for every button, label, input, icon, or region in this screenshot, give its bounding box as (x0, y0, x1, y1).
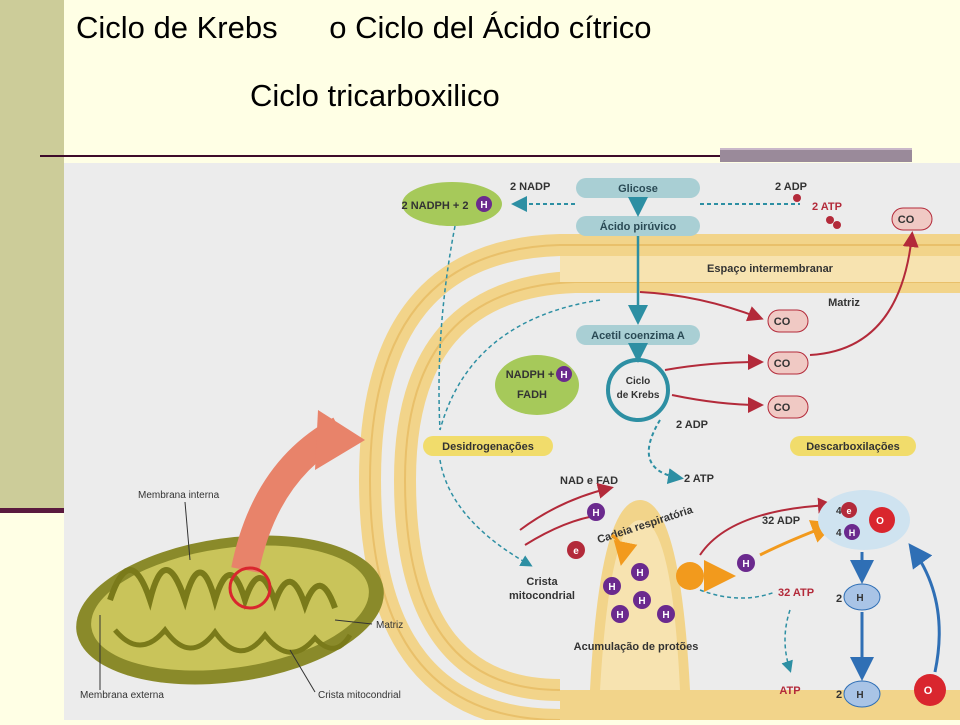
svg-text:O: O (876, 516, 884, 527)
atp-bottom: ATP (779, 685, 800, 697)
svg-text:H: H (638, 596, 645, 607)
slide-title: Ciclo de Krebs o Ciclo del Ácido cítrico (76, 10, 652, 45)
svg-text:H: H (480, 200, 487, 211)
membrana-interna-label: Membrana interna (138, 490, 220, 501)
svg-text:H: H (856, 593, 863, 604)
h2o-icon (843, 583, 881, 611)
svg-text:e: e (573, 546, 579, 557)
mitochondrion-illustration (76, 535, 384, 685)
svg-text:4: 4 (836, 528, 842, 539)
krebs-diagram: Glicose Ácido pirúvico Acetil coenzima A… (76, 178, 960, 725)
svg-text:NADPH +: NADPH + (506, 369, 555, 381)
crista-mitocondrial-label: Crista mitocondrial (318, 690, 401, 701)
membrana-externa-label: Membrana externa (80, 690, 164, 701)
nadp-label: 2 NADP (510, 181, 550, 193)
atp-32: 32 ATP (778, 587, 814, 599)
desidrogenacoes-pill (423, 436, 553, 456)
svg-text:H: H (616, 610, 623, 621)
svg-text:H: H (560, 370, 567, 381)
crista-label: Crista (526, 576, 558, 588)
svg-text:4: 4 (836, 506, 842, 517)
svg-text:CO: CO (774, 316, 791, 328)
nadph-top-label: 2 NADPH + 2 (402, 200, 469, 212)
glicose-label: Glicose (618, 183, 658, 195)
co2-bubbles: CO CO CO (767, 309, 809, 419)
matriz-label-bottom: Matriz (376, 620, 403, 631)
acetil-pill (576, 325, 700, 345)
svg-text:H: H (849, 528, 856, 538)
descarboxilacoes-pill (790, 436, 916, 456)
svg-text:FADH: FADH (517, 389, 547, 401)
svg-text:2: 2 (836, 593, 842, 605)
left-decor-bar (0, 0, 64, 510)
svg-text:CO: CO (774, 358, 791, 370)
svg-text:H: H (856, 690, 863, 701)
electron-icon (567, 541, 585, 559)
phosphate-icon (793, 194, 801, 202)
title-separator (40, 155, 910, 157)
svg-text:O: O (924, 685, 933, 697)
desidrogenacoes-label: Desidrogenações (442, 441, 534, 453)
krebs-cycle-figure: Glicose Ácido pirúvico Acetil coenzima A… (64, 163, 960, 725)
adp-mid: 2 ADP (676, 419, 708, 431)
svg-text:2: 2 (836, 689, 842, 701)
descarboxilacoes-label: Descarboxilações (806, 441, 900, 453)
svg-text:CO: CO (774, 402, 791, 414)
intermembrane-space (560, 256, 960, 282)
adp-32: 32 ADP (762, 515, 800, 527)
nad-fad-label: NAD e FAD (560, 475, 618, 487)
matriz-label-top: Matriz (828, 297, 860, 309)
slide-subtitle: Ciclo tricarboxilico (250, 78, 500, 113)
adp-top: 2 ADP (775, 181, 807, 193)
krebs-cycle-ring (606, 358, 670, 422)
proton-cluster: H H H H H (603, 563, 675, 623)
atp-synthase (676, 562, 704, 590)
svg-text:e: e (846, 506, 851, 516)
o2-icon (869, 507, 895, 533)
o2-bottom-icon (914, 674, 946, 706)
accent-strip (720, 148, 912, 162)
zoom-circle (228, 566, 272, 610)
glicose-pill (576, 178, 700, 198)
co2-top (891, 207, 933, 231)
svg-text:H: H (608, 582, 615, 593)
intermembrane-label: Espaço intermembranar (707, 263, 834, 275)
acetil-label: Acetil coenzima A (591, 330, 685, 342)
nadph-green-top (402, 182, 502, 226)
acumulacao-label: Acumulação de protões (574, 641, 699, 653)
left-decor-line (0, 508, 64, 513)
svg-text:H: H (662, 610, 669, 621)
svg-text:H: H (742, 559, 749, 570)
h-plus-icon (476, 196, 492, 212)
svg-text:de Krebs: de Krebs (617, 390, 660, 401)
svg-text:mitocondrial: mitocondrial (509, 590, 575, 602)
atp-top: 2 ATP (812, 201, 842, 213)
svg-text:H: H (636, 568, 643, 579)
krebs-label: Ciclo (626, 376, 650, 387)
piruvico-pill (576, 216, 700, 236)
nadph-green-mid (495, 355, 579, 415)
svg-text:CO: CO (898, 214, 915, 226)
piruvico-label: Ácido pirúvico (600, 220, 677, 233)
oxygen-complex (818, 490, 910, 550)
atp-mid: 2 ATP (684, 473, 714, 485)
svg-text:H: H (592, 508, 599, 519)
